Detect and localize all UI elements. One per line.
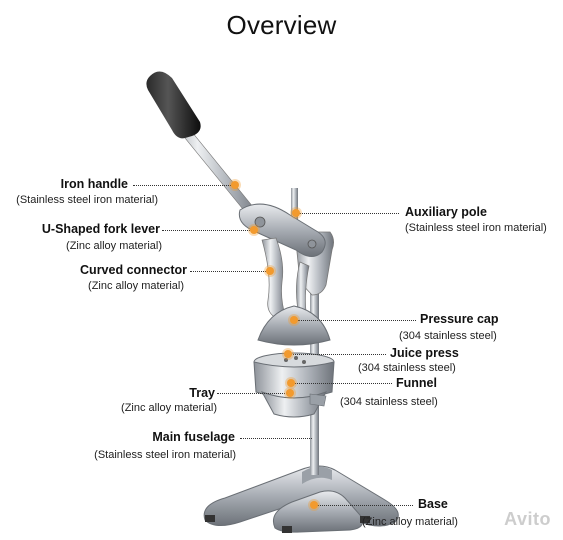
leader-tray [217, 393, 287, 394]
label-curved-connector: Curved connector [80, 263, 187, 277]
leader-funnel [292, 383, 392, 384]
label-iron-handle: Iron handle [60, 177, 128, 191]
callout-dot-iron-handle [231, 181, 239, 189]
diagram-title: Overview [226, 10, 337, 40]
callout-dot-u-shaped-fork-lever [250, 226, 258, 234]
callout-dot-auxiliary-pole [292, 209, 300, 217]
callout-dot-curved-connector [266, 267, 274, 275]
callout-dot-tray [286, 389, 294, 397]
pressure-cap-part [257, 305, 331, 346]
material-pressure-cap: (304 stainless steel) [399, 330, 497, 342]
material-base: (Zinc alloy material) [362, 516, 458, 528]
callout-dot-funnel [287, 379, 295, 387]
leader-u-shaped-fork-lever [162, 230, 252, 231]
leader-iron-handle [133, 185, 233, 186]
label-main-fuselage: Main fuselage [152, 430, 235, 444]
leader-base [317, 505, 413, 506]
label-u-shaped-fork-lever: U-Shaped fork lever [41, 222, 160, 236]
label-juice-press: Juice press [390, 346, 459, 360]
material-auxiliary-pole: (Stainless steel iron material) [405, 222, 547, 234]
material-main-fuselage: (Stainless steel iron material) [94, 449, 236, 461]
label-auxiliary-pole: Auxiliary pole [405, 205, 487, 219]
leader-main-fuselage [240, 438, 312, 439]
base-part [203, 465, 399, 533]
avito-watermark: Avito [504, 509, 551, 529]
label-pressure-cap: Pressure cap [420, 312, 499, 326]
leader-pressure-cap [298, 320, 416, 321]
iron-handle-part [146, 71, 263, 225]
u-shaped-fork-lever-part [238, 203, 326, 257]
material-juice-press: (304 stainless steel) [358, 362, 456, 374]
label-base: Base [418, 497, 448, 511]
label-funnel: Funnel [396, 376, 437, 390]
leader-auxiliary-pole [299, 213, 399, 214]
material-u-shaped-fork-lever: (Zinc alloy material) [66, 240, 162, 252]
leader-curved-connector [190, 271, 270, 272]
material-funnel: (304 stainless steel) [340, 396, 438, 408]
callout-dot-pressure-cap [290, 316, 298, 324]
material-tray: (Zinc alloy material) [121, 402, 217, 414]
callout-dot-base [310, 501, 318, 509]
tray-part [309, 393, 327, 407]
label-tray: Tray [189, 386, 215, 400]
juice-press-part [253, 352, 335, 399]
callout-dot-juice-press [284, 350, 292, 358]
material-iron-handle: (Stainless steel iron material) [16, 194, 158, 206]
leader-juice-press [290, 354, 386, 355]
material-curved-connector: (Zinc alloy material) [88, 280, 184, 292]
